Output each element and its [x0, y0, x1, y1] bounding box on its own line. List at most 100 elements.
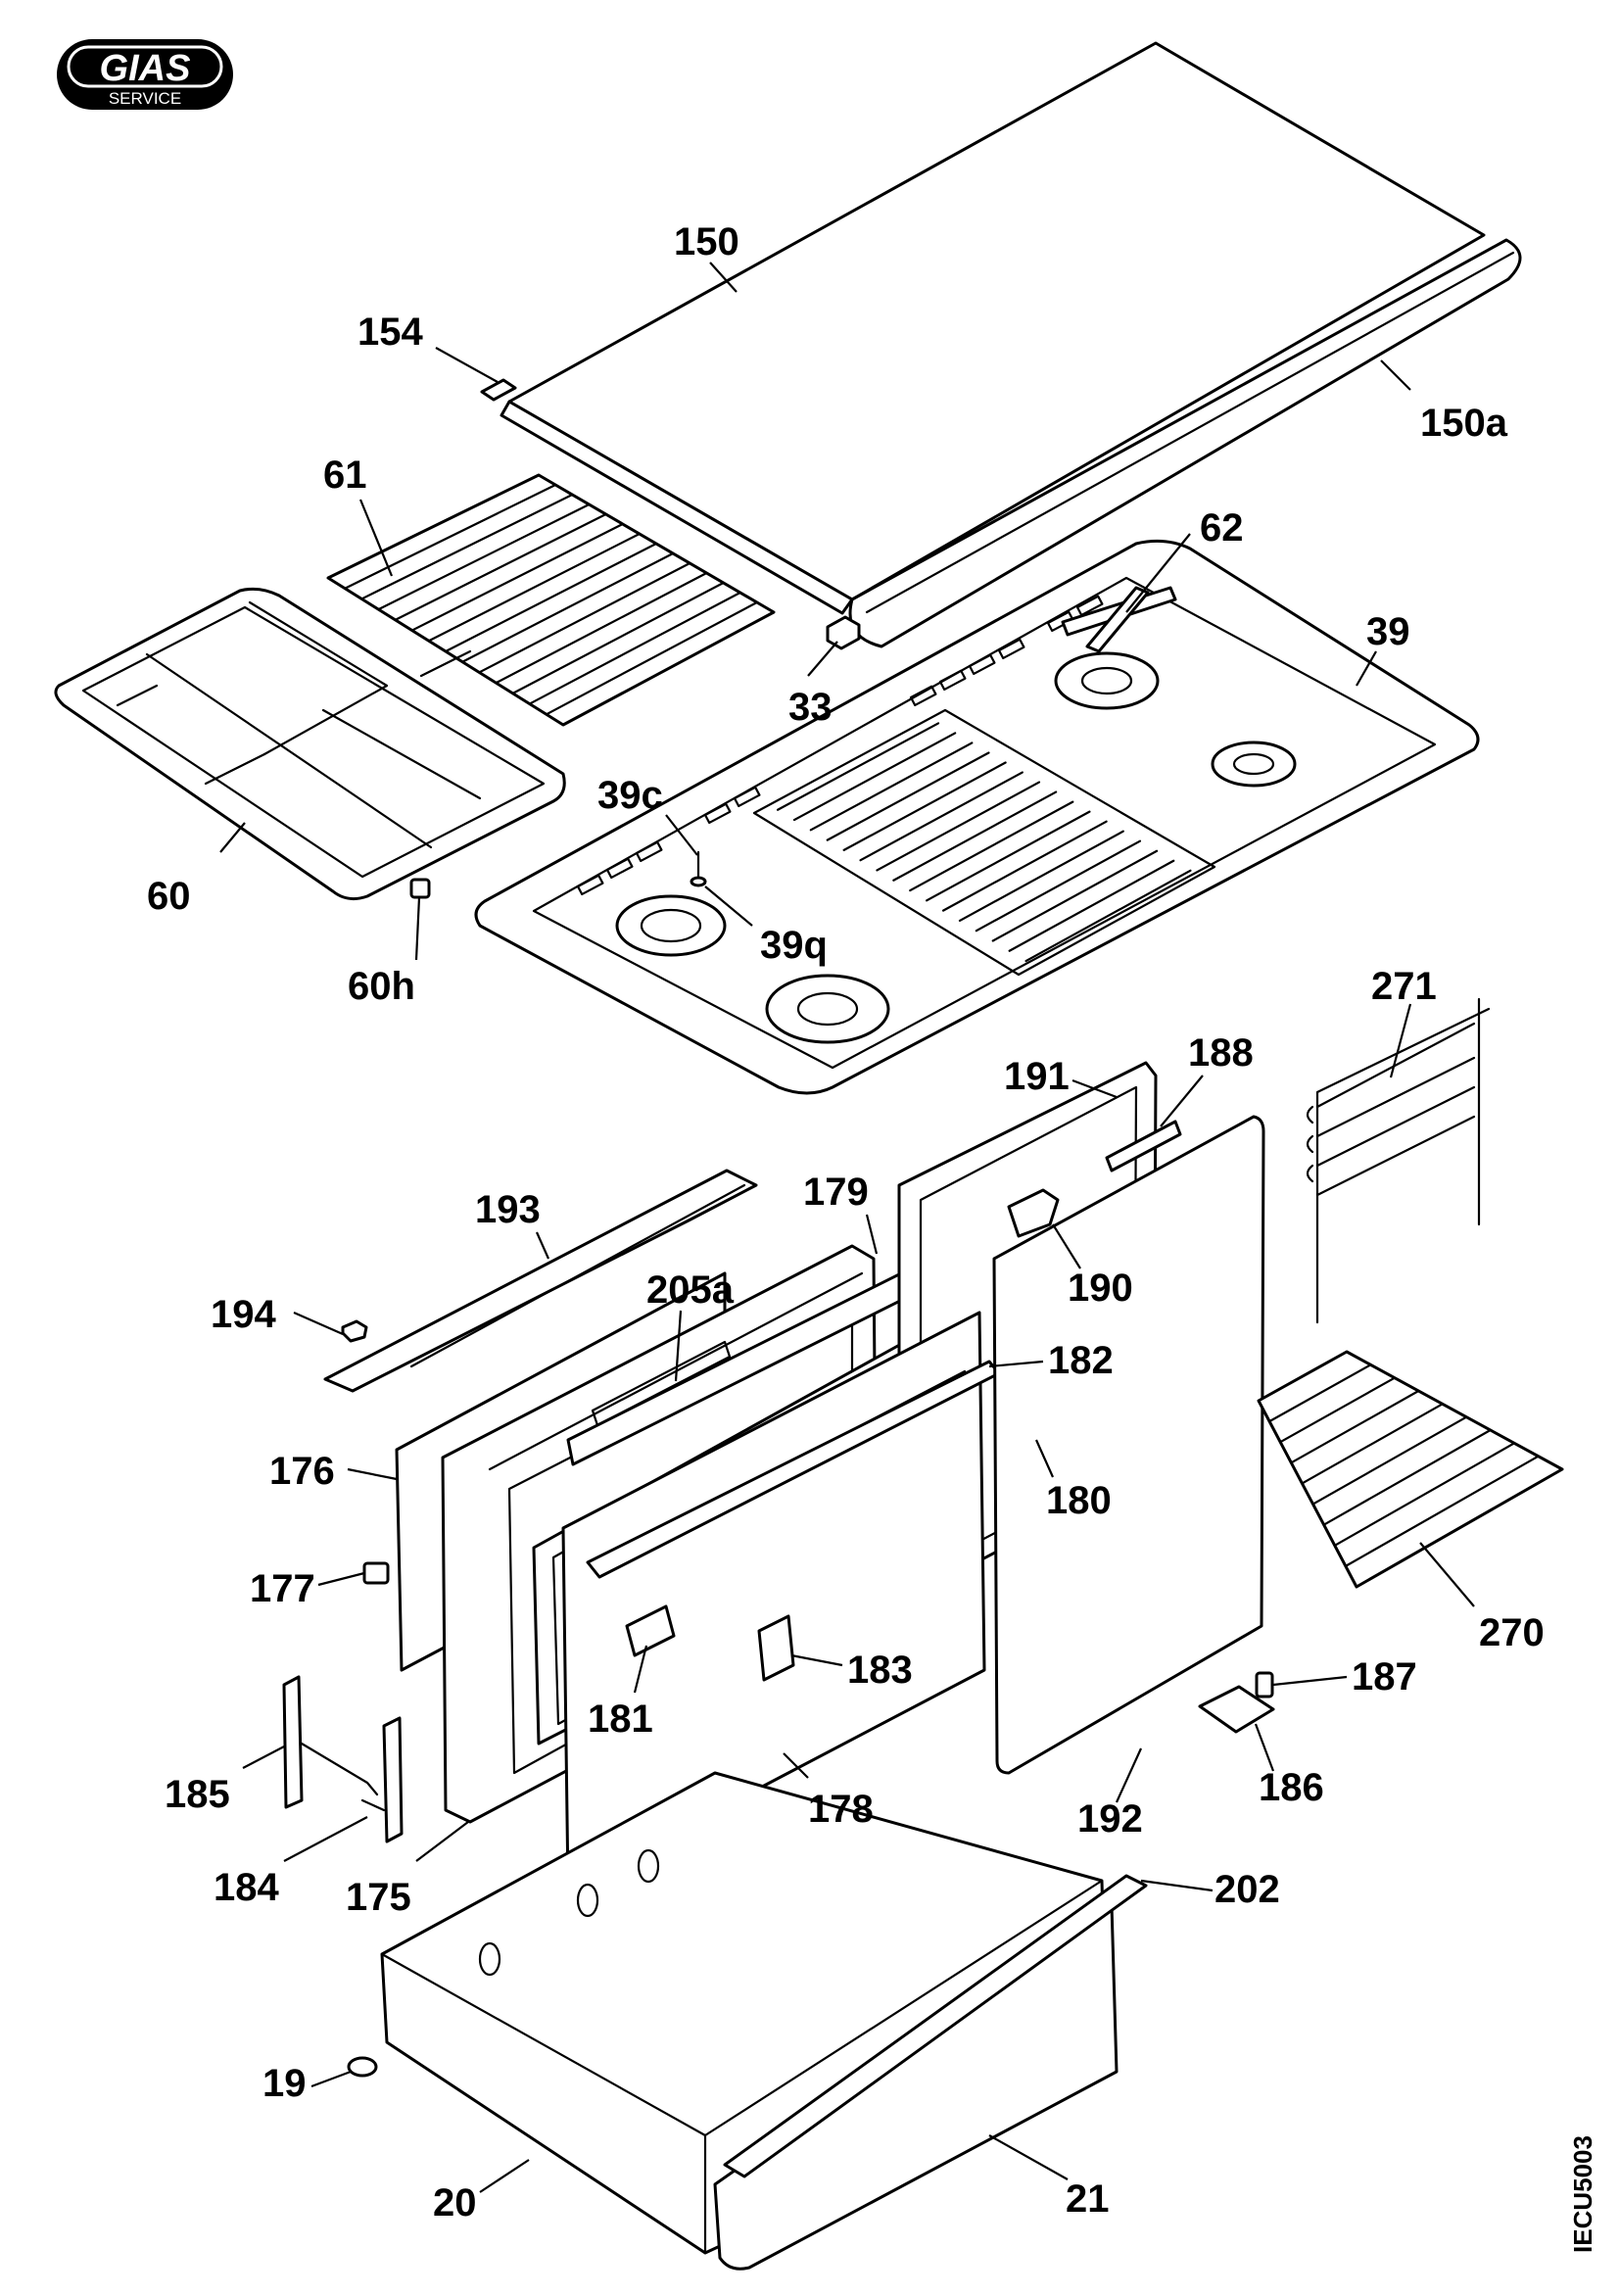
part-19-foot [347, 2056, 378, 2078]
rack-bar [561, 610, 776, 727]
grill-slot [876, 781, 1041, 872]
label-182: 182 [1048, 1339, 1114, 1382]
rack-bar [461, 551, 675, 663]
label-205a: 205a [646, 1268, 735, 1312]
vent-slot [635, 840, 663, 863]
label-176: 176 [269, 1450, 335, 1493]
rack-bar [444, 542, 658, 653]
rack-bar [511, 581, 725, 694]
label-150: 150 [674, 220, 739, 263]
label-183: 183 [847, 1649, 913, 1692]
shelf-bar [1257, 1350, 1349, 1403]
rack-bar [478, 561, 691, 674]
label-190: 190 [1068, 1267, 1133, 1310]
part-39c-screw [690, 850, 707, 887]
shelf-bar [1268, 1363, 1372, 1423]
shelf-bar [1279, 1376, 1396, 1444]
part-33-hinge [826, 615, 861, 650]
label-175: 175 [346, 1876, 411, 1919]
label-178: 178 [808, 1788, 874, 1831]
vent-slot [997, 638, 1025, 660]
grill-slot [892, 790, 1058, 882]
grill-slot [975, 839, 1142, 933]
part-192-outer-door [992, 1115, 1265, 1775]
grill-slot [792, 732, 957, 822]
rack-bar [528, 591, 741, 705]
part-190-clip [1007, 1188, 1060, 1238]
label-62: 62 [1200, 506, 1244, 550]
rack-bar [545, 600, 758, 716]
label-202: 202 [1214, 1868, 1280, 1911]
rack-bar [410, 522, 624, 632]
label-39c: 39c [597, 774, 663, 817]
label-60h: 60h [348, 965, 415, 1008]
grill-slot [926, 810, 1091, 902]
shelf-bar [1322, 1428, 1492, 1526]
shelf-bar [1311, 1415, 1468, 1506]
label-60: 60 [147, 875, 191, 918]
logo-sub: SERVICE [109, 89, 181, 108]
vent-slot [909, 685, 937, 707]
vent-slot [968, 653, 996, 676]
label-33: 33 [788, 686, 833, 729]
part-193-top-strip [323, 1169, 758, 1393]
grill-slot [958, 830, 1124, 923]
part-60-pan-support [54, 587, 566, 901]
part-60h-rubber-foot [409, 878, 431, 899]
label-21: 21 [1066, 2177, 1110, 2221]
vent-slot [576, 874, 604, 896]
vent-slot [938, 669, 967, 692]
label-184: 184 [214, 1866, 279, 1909]
rack-bar [360, 493, 574, 600]
shelf-bar [1344, 1455, 1540, 1567]
grill-slot [809, 741, 974, 832]
label-180: 180 [1046, 1479, 1112, 1522]
leader-lines [219, 262, 1475, 2193]
label-185: 185 [165, 1773, 230, 1816]
label-181: 181 [588, 1698, 653, 1741]
label-271: 271 [1371, 965, 1437, 1008]
label-39q: 39q [760, 924, 828, 967]
drawing-code: IECU5003 [1568, 2135, 1597, 2253]
rack-bar [427, 532, 641, 643]
logo-brand: GIAS [100, 48, 191, 89]
grill-slot [859, 771, 1024, 862]
label-19: 19 [262, 2062, 307, 2105]
grill-slot [826, 751, 990, 841]
part-202-drawer-trim [723, 1874, 1148, 2178]
part-187-pin [1255, 1671, 1274, 1698]
rack-bar [326, 473, 541, 580]
part-150-cover-lid [500, 41, 1486, 615]
rack-bar [344, 483, 557, 590]
label-188: 188 [1188, 1031, 1254, 1075]
part-177-clip [362, 1561, 390, 1585]
part-194-clip [341, 1319, 368, 1343]
grill-slot [842, 761, 1007, 851]
label-194: 194 [211, 1293, 276, 1336]
vent-slot [733, 786, 761, 808]
grill-slot [991, 849, 1159, 942]
label-179: 179 [803, 1171, 869, 1214]
label-177: 177 [250, 1567, 315, 1610]
part-185-hinge [282, 1675, 379, 1809]
callout-labels: 150 154 150a 61 62 39 33 39c 60 39q 60h … [147, 220, 1545, 2224]
part-270-oven-shelf [1257, 1350, 1564, 1589]
label-154: 154 [357, 311, 423, 354]
gias-service-logo: GIAS SERVICE [57, 39, 233, 110]
label-150a: 150a [1420, 402, 1508, 445]
part-184-hinge [360, 1716, 404, 1843]
label-270: 270 [1479, 1611, 1545, 1654]
label-39: 39 [1366, 610, 1410, 653]
part-271-side-runner [1306, 997, 1491, 1324]
label-187: 187 [1352, 1655, 1417, 1698]
part-39-hob-top [474, 539, 1480, 1095]
label-61: 61 [323, 454, 367, 497]
shelf-bar [1301, 1403, 1444, 1485]
label-191: 191 [1004, 1055, 1070, 1098]
label-193: 193 [475, 1188, 541, 1231]
grill-slot [1024, 869, 1192, 963]
rack-bar [377, 502, 591, 611]
part-186-plate [1198, 1685, 1275, 1734]
